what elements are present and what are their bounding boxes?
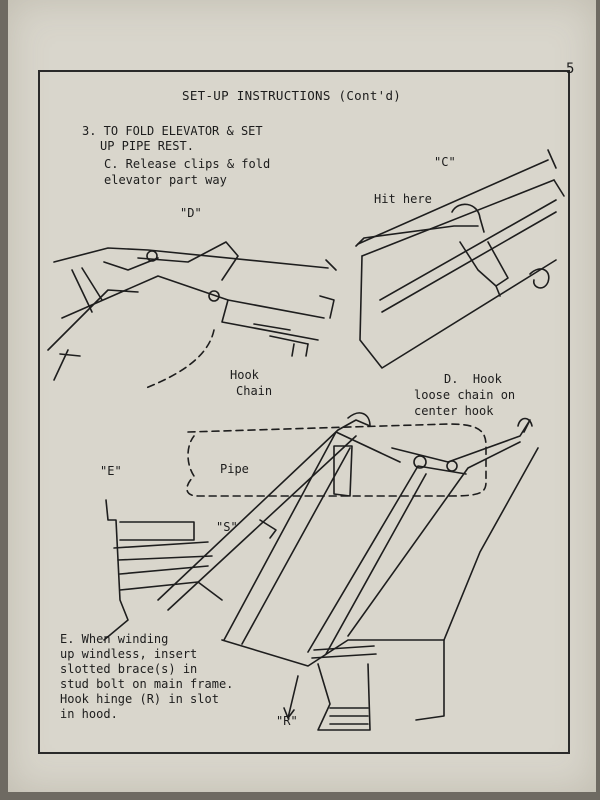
pipe-label: Pipe: [220, 462, 249, 476]
page-title: SET-UP INSTRUCTIONS (Cont'd): [182, 88, 402, 103]
note-e-line5: Hook hinge (R) in slot: [60, 692, 219, 706]
figure-c-drawing: [355, 149, 565, 369]
figure-e-label: "E": [100, 464, 122, 478]
figure-c-label: "C": [434, 155, 456, 169]
page-number: 5: [566, 61, 575, 77]
step3-sub-c-line1: C. Release clips & fold: [104, 157, 271, 171]
note-e-line4: stud bolt on main frame.: [60, 677, 234, 691]
s-label: "S": [216, 520, 238, 534]
r-label: "R": [276, 714, 298, 728]
note-e-line3: slotted brace(s) in: [60, 662, 198, 676]
note-e-line6: in hood.: [60, 707, 118, 721]
note-e-line1: E. When winding: [60, 632, 169, 646]
elevator-illustrations: [47, 149, 565, 731]
hook-label: Hook: [230, 368, 259, 382]
step3-sub-c-line2: elevator part way: [104, 173, 227, 187]
step-d-note-line2: loose chain on: [414, 388, 516, 402]
step-d-note-line3: center hook: [414, 404, 494, 418]
manual-page: 5 SET-UP INSTRUCTIONS (Cont'd) 3. TO FOL…: [8, 0, 596, 792]
note-e-line2: up windless, insert: [60, 647, 198, 661]
step3-heading-line2: UP PIPE REST.: [100, 139, 194, 153]
figure-d-label: "D": [180, 206, 202, 220]
figure-e-drawing: [103, 412, 539, 731]
chain-label: Chain: [236, 384, 273, 398]
page-border: [38, 70, 570, 754]
hit-here-label: Hit here: [374, 192, 432, 206]
step3-heading-line1: 3. TO FOLD ELEVATOR & SET: [82, 124, 263, 138]
figure-d-drawing: [47, 241, 337, 389]
step-d-note-line1: D. Hook: [444, 372, 502, 386]
